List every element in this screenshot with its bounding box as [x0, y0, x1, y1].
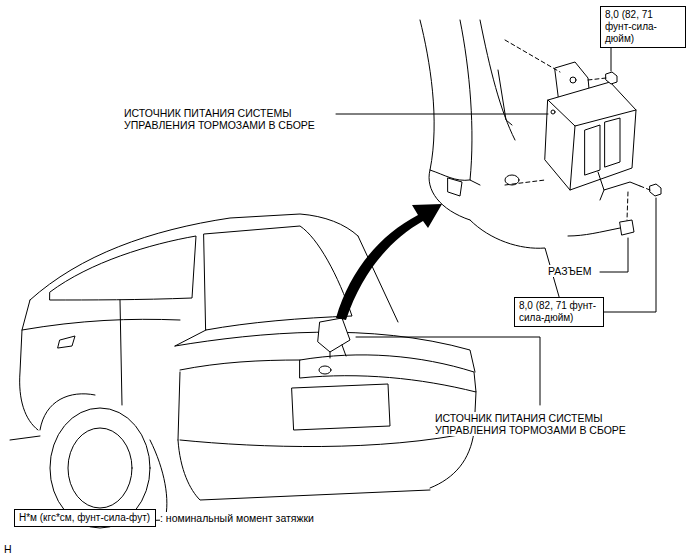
torque-value: 8,0 (82, 71 фунт-сила-дюйм) [605, 9, 681, 45]
torque-box: 8,0 (82, 71 фунт-сила-дюйм) [514, 297, 604, 327]
figure-code: H [4, 543, 12, 555]
unit-legend-box: Н*м (кгс*см, фунт-сила-фут) [14, 509, 156, 527]
legend-text: : номинальный момент затяжки [160, 512, 314, 524]
part-label: РАЗЪЕМ [548, 265, 592, 277]
part-label: ИСТОЧНИК ПИТАНИЯ СИСТЕМЫ УПРАВЛЕНИЯ ТОРМ… [435, 412, 641, 436]
torque-box: 8,0 (82, 71 фунт-сила-дюйм) [600, 6, 686, 48]
torque-value: 8,0 (82, 71 фунт-сила-дюйм) [519, 300, 599, 324]
torque-value: Н*м (кгс*см, фунт-сила-фут) [19, 512, 151, 524]
part-label: ИСТОЧНИК ПИТАНИЯ СИСТЕМЫ УПРАВЛЕНИЯ ТОРМ… [124, 107, 330, 131]
